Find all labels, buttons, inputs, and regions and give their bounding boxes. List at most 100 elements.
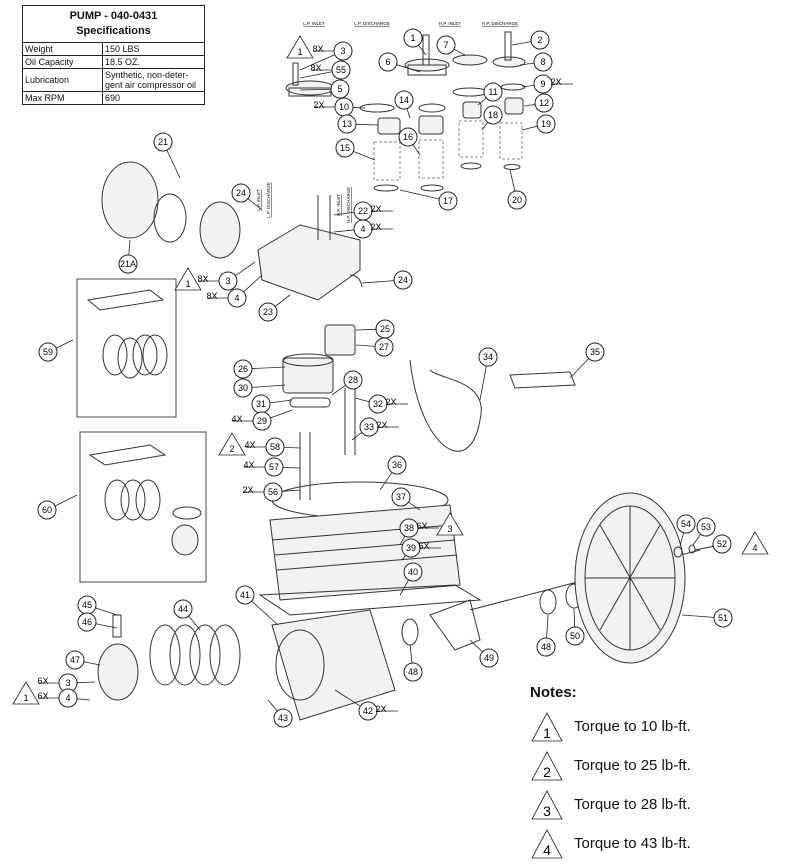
quantity-label: 6X (418, 541, 429, 551)
leader-line (546, 614, 549, 639)
callout-number: 47 (70, 655, 80, 665)
leader-line (54, 494, 78, 507)
callout-number: 48 (541, 642, 551, 652)
leader-line (95, 607, 118, 616)
kit-ring (172, 506, 202, 520)
callout-number: 55 (336, 65, 346, 75)
callout-number: 29 (257, 416, 267, 426)
callout-25: 25 (355, 319, 395, 339)
callout-3: 38X (299, 41, 353, 71)
kit-ring (104, 479, 130, 521)
callout-41: 41 (235, 585, 279, 626)
callout-circle (712, 534, 732, 554)
callout-number: 40 (408, 567, 418, 577)
quantity-label: 4X (244, 440, 255, 450)
leader-line (269, 399, 293, 404)
leader-line (481, 122, 489, 131)
leader-line (247, 198, 263, 211)
callout-number: 36 (392, 460, 402, 470)
callout-4: 48X (206, 274, 263, 308)
callout-number: 51 (718, 613, 728, 623)
leader-line (521, 125, 538, 131)
callout-number: 12 (539, 98, 549, 108)
leader-line (679, 532, 685, 547)
callout-54: 54 (676, 514, 696, 547)
callout-circle (393, 270, 413, 290)
callout-number: 11 (488, 87, 497, 97)
leader-line (76, 681, 96, 684)
callout-number: 59 (43, 347, 53, 357)
leader-line (479, 365, 487, 401)
torque-mark-1: 1 (174, 267, 202, 291)
torque-mark-number: 3 (447, 524, 452, 534)
callout-number: 54 (681, 519, 691, 529)
callout-19: 19 (521, 114, 556, 134)
callout-number: 28 (348, 375, 358, 385)
leader-line (406, 108, 411, 119)
pump-model: PUMP - 040-0431 (69, 10, 158, 22)
transfer-tube (409, 359, 482, 452)
callout-1: 1 (403, 28, 427, 56)
triangle-icon (174, 267, 202, 291)
callout-12: 12 (523, 93, 554, 113)
leader-line (76, 698, 91, 701)
leader-line (523, 103, 536, 107)
callout-circle (118, 254, 138, 274)
leader-line (235, 261, 256, 277)
leader-line (379, 472, 393, 491)
callout-number: 18 (488, 110, 498, 120)
callout-number: 4 (65, 693, 70, 703)
hp-inlet-cap (452, 54, 488, 66)
quantity-label: 2X (550, 77, 561, 87)
leader-line (353, 150, 376, 161)
callout-circle (536, 637, 556, 657)
callout-number: 5 (337, 84, 342, 94)
callout-48: 48 (536, 614, 556, 657)
port-label: L.P. INLET (303, 21, 325, 26)
leader-line (128, 239, 131, 256)
callout-4: 46X (37, 688, 91, 708)
callout-number: 42 (363, 706, 373, 716)
torque-mark-number: 1 (297, 47, 302, 57)
callout-circle (343, 370, 363, 390)
leader-line (418, 44, 427, 56)
callout-number: 50 (570, 631, 580, 641)
callout-number: 21A (120, 259, 136, 269)
bearing-cover (97, 643, 139, 701)
callout-circle (565, 626, 585, 646)
callout-number: 57 (269, 462, 279, 472)
callout-18: 18 (481, 105, 503, 131)
callout-number: 38 (404, 523, 414, 533)
quantity-label: 8X (312, 44, 323, 54)
callout-circle (483, 82, 503, 102)
callout-number: 1 (410, 33, 415, 43)
valve-sleeve (377, 117, 401, 135)
leader-line (681, 614, 715, 618)
callout-44: 44 (173, 599, 201, 631)
gasket (189, 624, 221, 686)
callout-number: 10 (339, 102, 349, 112)
leader-line (399, 535, 406, 546)
callout-number: 60 (42, 505, 52, 515)
torque-mark-3: 3 (436, 512, 464, 536)
callout-36: 36 (379, 455, 407, 491)
callout-circle (173, 599, 193, 619)
leader-line (399, 189, 440, 200)
callout-number: 2 (537, 35, 542, 45)
kit-ring (135, 479, 161, 521)
callout-circle (374, 337, 394, 357)
callout-circle (585, 342, 605, 362)
unloader-fitting (422, 34, 430, 66)
callout-number: 3 (225, 276, 230, 286)
callout-circle (534, 93, 554, 113)
triangle-icon: 1 (531, 711, 563, 741)
cap-bolt (292, 62, 299, 86)
leader-line (401, 554, 406, 561)
triangle-icon (12, 681, 40, 705)
